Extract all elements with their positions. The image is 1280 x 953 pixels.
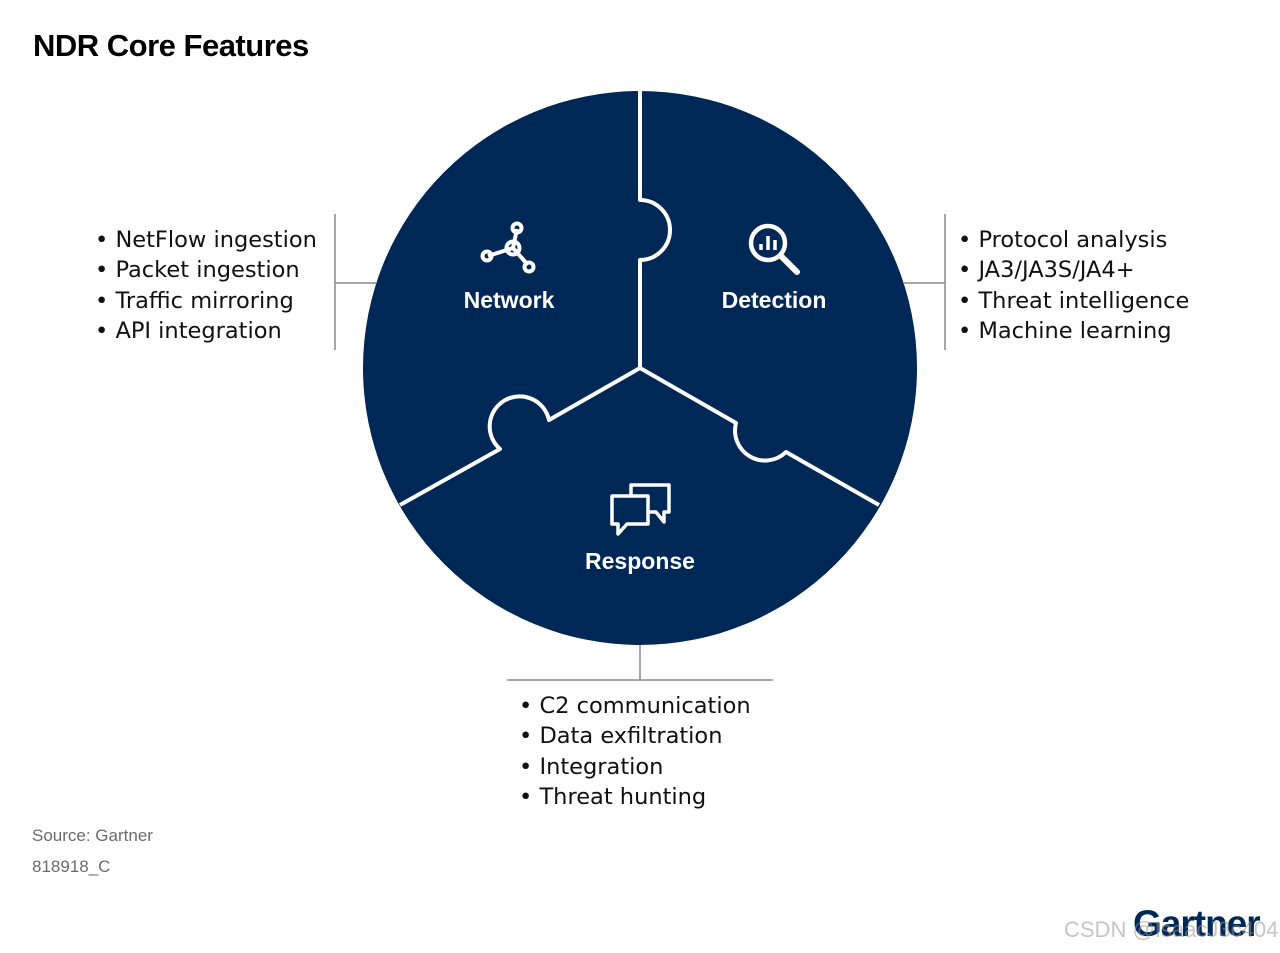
divider-right (639, 366, 880, 507)
list-item: Machine learning (958, 316, 1189, 346)
response-features-list: C2 communication Data exfiltration Integ… (519, 691, 751, 812)
detection-features-list: Protocol analysis JA3/JA3S/JA4+ Threat i… (958, 225, 1189, 346)
divider-top (638, 91, 672, 368)
response-label: Response (585, 548, 695, 574)
detection-label: Detection (722, 287, 827, 313)
list-item: API integration (95, 316, 317, 346)
list-item: Threat hunting (519, 782, 751, 812)
list-item: C2 communication (519, 691, 750, 721)
list-item: Threat intelligence (958, 286, 1189, 316)
page-title: NDR Core Features (33, 28, 309, 63)
connector-lines (334, 214, 946, 681)
figure-id: 818918_C (32, 857, 111, 876)
list-item: Integration (519, 752, 751, 782)
puzzle-dividers (399, 91, 880, 507)
divider-left (399, 366, 641, 507)
gartner-logo: Gartner (1133, 903, 1261, 944)
list-item: JA3/JA3S/JA4+ (958, 255, 1189, 285)
network-nodes-icon (480, 221, 536, 274)
list-item: Packet ingestion (95, 255, 317, 285)
list-item: NetFlow ingestion (95, 225, 316, 255)
network-features-list: NetFlow ingestion Packet ingestion Traff… (95, 225, 317, 346)
network-label: Network (464, 287, 555, 313)
chat-bubbles-icon (610, 483, 671, 536)
magnifier-chart-icon (748, 223, 800, 275)
watermark: CSDN @IsaacJ3c404 (1064, 917, 1279, 942)
list-item: Traffic mirroring (95, 286, 317, 316)
list-item: Protocol analysis (958, 225, 1189, 255)
list-item: Data exfiltration (519, 721, 751, 751)
source-note: Source: Gartner (32, 826, 153, 845)
